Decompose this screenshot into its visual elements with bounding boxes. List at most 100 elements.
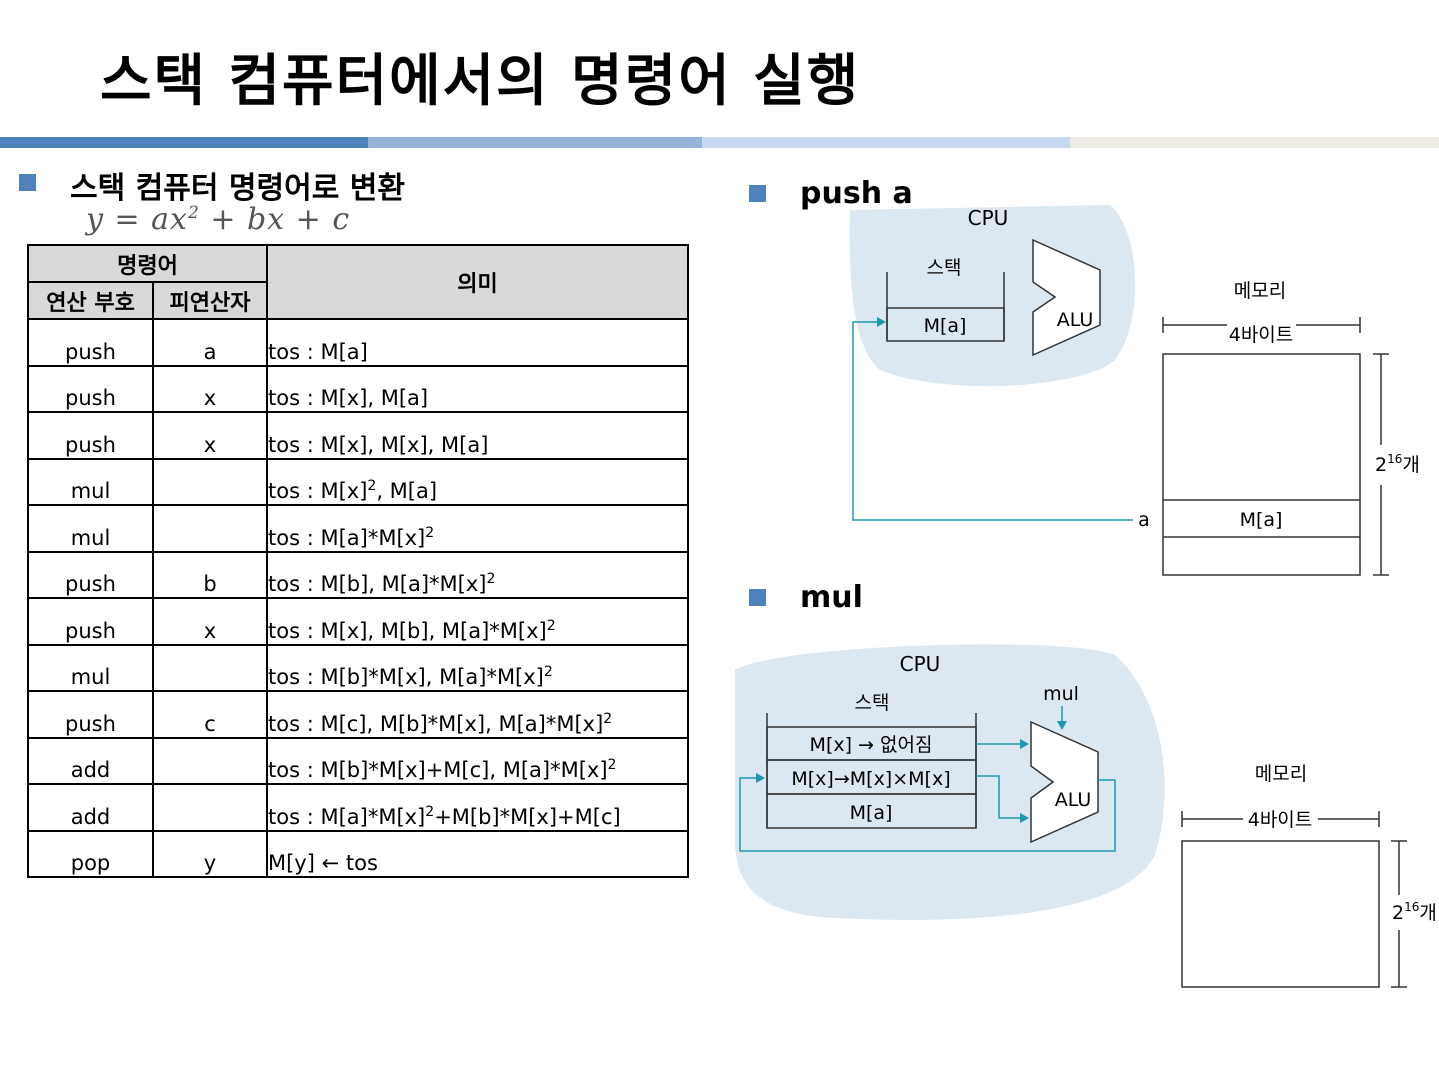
meaning-exponent: 2 <box>425 524 435 541</box>
meaning-text: tos : M[b]*M[x]+M[c], M[a]*M[x] <box>268 758 608 782</box>
opcode-cell: pop <box>27 829 154 878</box>
meaning-exponent: 2 <box>546 617 556 634</box>
address-label: a <box>1138 509 1150 531</box>
width-label: 4바이트 <box>1229 324 1294 346</box>
operand-cell: y <box>152 829 268 878</box>
cpu-label: CPU <box>900 652 941 676</box>
alu-shape <box>1032 238 1101 357</box>
stack-cell-value: M[a] <box>924 315 967 337</box>
mul-diagram: CPU 스택 mul M[x] → 없어짐 M[x]→M[x]×M[x] M[a… <box>735 644 1437 988</box>
meaning-cell: tos : M[x], M[a] <box>266 364 689 413</box>
meaning-text: tos : M[x], M[x], M[a] <box>268 432 489 457</box>
bullet-icon <box>749 589 766 606</box>
meaning-text: M[y] ← tos <box>268 851 378 875</box>
memory-block <box>1162 353 1361 576</box>
header-instruction: 명령어 <box>27 244 268 283</box>
page-title: 스택 컴퓨터에서의 명령어 실행 <box>100 49 861 114</box>
operand-cell <box>152 643 268 692</box>
table-row: mul tos : M[b]*M[x], M[a]*M[x]2 <box>27 643 689 692</box>
opcode-cell: push <box>27 597 154 646</box>
opcode-cell: push <box>27 411 154 460</box>
operand-cell: c <box>152 690 268 739</box>
count-unit: 개 <box>1402 454 1419 476</box>
meaning-cell: tos : M[a] <box>266 318 689 367</box>
meaning-exponent: 2 <box>607 757 617 773</box>
meaning-cell: tos : M[x], M[b], M[a]*M[x]2 <box>266 597 689 646</box>
divider-segment-2 <box>368 137 702 148</box>
divider-segment-3 <box>702 137 1070 148</box>
header-opcode: 연산 부호 <box>27 281 154 320</box>
quadratic-formula: y = ax2 + bx + c <box>86 202 350 237</box>
count-label: 216개 <box>1392 900 1437 924</box>
opcode-cell: mul <box>27 457 154 506</box>
count-base: 2 <box>1375 454 1387 476</box>
push-path-arrow <box>852 321 1133 521</box>
meaning-cell: tos : M[b]*M[x]+M[c], M[a]*M[x]2 <box>266 736 689 785</box>
operand-cell <box>152 736 268 785</box>
arrowhead-icon <box>1020 813 1029 823</box>
opcode-cell: push <box>27 364 154 413</box>
operand-cell: x <box>152 411 268 460</box>
meaning-exponent: 2 <box>603 710 613 727</box>
meaning-cell: tos : M[a]*M[x]2+M[b]*M[x]+M[c] <box>266 783 689 832</box>
opcode-cell: add <box>27 783 154 832</box>
operation-label: mul <box>1043 683 1079 705</box>
opcode-cell: push <box>27 550 154 599</box>
meaning-cell: tos : M[c], M[b]*M[x], M[a]*M[x]2 <box>266 690 689 739</box>
meaning-text: tos : M[a]*M[x] <box>268 804 426 829</box>
operand-cell <box>152 783 268 832</box>
meaning-cell: tos : M[b]*M[x], M[a]*M[x]2 <box>266 643 689 692</box>
arrowhead-icon <box>877 317 886 327</box>
operand-cell: a <box>152 318 268 367</box>
header-meaning: 의미 <box>266 244 689 320</box>
mul-heading: mul <box>800 580 863 615</box>
stack-cell-1-text: M[x] → 없어짐 <box>810 734 933 756</box>
push-a-heading: push a <box>800 176 913 211</box>
stack-label: 스택 <box>927 257 962 279</box>
stack-cell-3 <box>766 793 977 829</box>
opcode-cell: push <box>27 318 154 367</box>
divider-segment-1 <box>0 137 368 148</box>
opcode-cell: push <box>27 690 154 739</box>
meaning-cell: tos : M[a]*M[x]2 <box>266 504 689 553</box>
operand-cell <box>152 504 268 553</box>
meaning-text: tos : M[c], M[b]*M[x], M[a]*M[x] <box>268 711 604 736</box>
opcode-cell: mul <box>27 643 154 692</box>
count-unit: 개 <box>1419 902 1436 924</box>
arrowhead-icon <box>756 773 765 783</box>
push-a-diagram: CPU 스택 M[a] ALU a 메모리 4바이트 M[a] 216개 <box>849 205 1420 576</box>
meaning-text: tos : M[a] <box>268 339 368 364</box>
meaning-exponent: 2 <box>543 664 553 680</box>
width-label: 4바이트 <box>1248 809 1313 831</box>
count-exponent: 16 <box>1387 452 1402 466</box>
meaning-text: tos : M[x] <box>268 479 368 503</box>
memory-label: 메모리 <box>1234 280 1286 302</box>
meaning-text: tos : M[b], M[a]*M[x] <box>268 572 487 596</box>
operand-arrow-2 <box>976 775 1023 819</box>
meaning-exponent: 2 <box>425 803 435 820</box>
memory-cell-value: M[a] <box>1240 509 1283 531</box>
formula-rhs: + bx + c <box>199 202 351 237</box>
meaning-text: tos : M[x], M[a] <box>268 386 429 410</box>
stack-label: 스택 <box>855 692 890 714</box>
arrowhead-icon <box>1057 721 1067 730</box>
stack-cell-3-text: M[a] <box>850 802 893 824</box>
cpu-label: CPU <box>968 206 1009 230</box>
operand-cell: x <box>152 364 268 413</box>
arrowhead-icon <box>1020 739 1029 749</box>
meaning-tail: +M[b]*M[x]+M[c] <box>434 804 621 829</box>
meaning-exponent: 2 <box>486 571 496 587</box>
formula-exponent: 2 <box>187 203 200 223</box>
alu-shape <box>1030 720 1099 844</box>
meaning-text: tos : M[a]*M[x] <box>268 525 426 550</box>
alu-label: ALU <box>1055 789 1092 811</box>
section-heading: 스택 컴퓨터 명령어로 변환 <box>70 171 405 206</box>
